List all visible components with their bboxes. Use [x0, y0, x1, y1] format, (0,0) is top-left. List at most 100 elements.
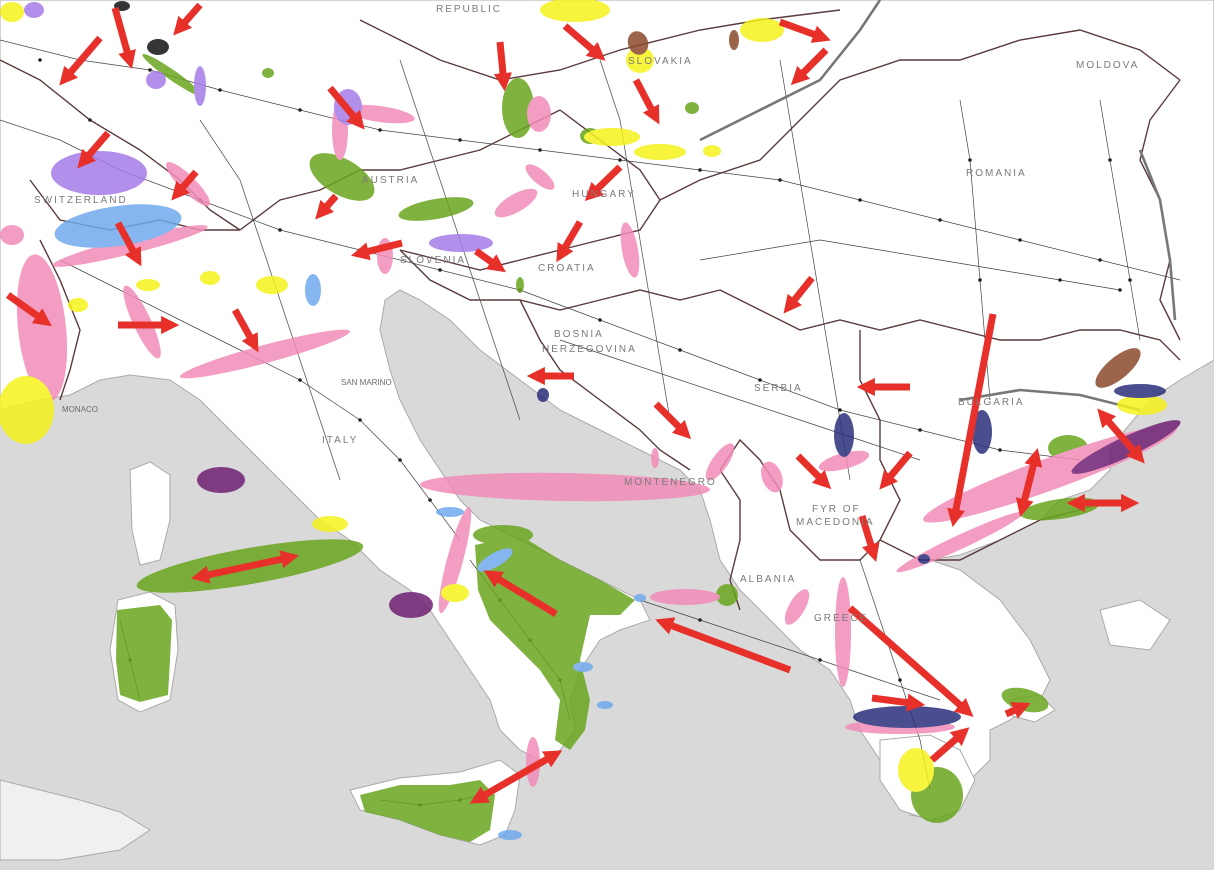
label-slovakia: SLOVAKIA: [628, 56, 693, 67]
label-monaco: MONACO: [62, 405, 98, 414]
zone-black: [147, 39, 169, 55]
zone-pink: [620, 222, 640, 278]
country-labels: REPUBLIC SLOVAKIA MOLDOVA AUSTRIA HUNGAR…: [34, 4, 1139, 624]
label-san-marino: SAN MARINO: [341, 378, 392, 387]
label-switzerland: SWITZERLAND: [34, 195, 128, 206]
zone-pink: [784, 589, 810, 625]
label-fyrom-2: MACEDONIA: [796, 517, 875, 528]
label-herzegovina: HERZEGOVINA: [542, 344, 637, 355]
flow-arrow: [350, 239, 403, 261]
zone-green: [473, 525, 533, 545]
zone-purple: [389, 592, 433, 618]
zone-navy: [853, 706, 961, 728]
flow-arrow: [327, 85, 365, 130]
flow-arrow: [77, 130, 111, 169]
flow-arrow: [584, 164, 623, 202]
zone-brown: [729, 30, 739, 50]
zone-pink: [0, 225, 24, 245]
zone-pink: [16, 254, 68, 402]
crete-fragment: [0, 779, 151, 861]
zone-brown: [627, 31, 649, 55]
label-albania: ALBANIA: [740, 574, 796, 585]
flow-arrow: [858, 514, 880, 562]
flow-arrow: [929, 727, 970, 763]
label-moldova: MOLDOVA: [1076, 60, 1139, 71]
flow-arrow: [655, 617, 792, 674]
flow-arrow: [114, 221, 142, 267]
zone-pink: [818, 450, 870, 472]
flow-arrow: [190, 550, 300, 584]
zone-blue: [573, 662, 593, 672]
zone-yellow: [68, 298, 88, 312]
flow-arrow: [111, 7, 136, 70]
zone-green: [502, 78, 534, 138]
zone-yellow: [584, 128, 640, 146]
aegean-island-2: [1099, 599, 1171, 651]
label-bulgaria: BULGARIA: [958, 397, 1025, 408]
zone-blue: [305, 274, 321, 306]
flow-arrow: [562, 23, 606, 61]
flow-arrow: [632, 78, 660, 125]
zone-pink: [835, 577, 851, 687]
zone-pink: [179, 329, 351, 379]
zone-violet: [24, 2, 44, 18]
label-croatia: CROATIA: [538, 263, 596, 274]
zone-blue: [634, 594, 646, 602]
zone-yellow: [0, 376, 54, 444]
label-austria: AUSTRIA: [362, 175, 419, 186]
zone-violet: [146, 71, 166, 89]
label-hungary: HUNGARY: [572, 189, 636, 200]
flow-arrow: [469, 750, 563, 804]
flow-arrow: [778, 18, 831, 43]
label-republic: REPUBLIC: [436, 4, 502, 15]
flow-arrow: [847, 605, 974, 717]
flow-arrow: [5, 292, 52, 327]
zone-navy: [537, 388, 549, 402]
zone-pink: [525, 164, 555, 190]
zone-green-sicily: [360, 780, 495, 842]
flow-arrow: [795, 453, 832, 490]
flow-arrow: [231, 308, 259, 353]
zone-yellow: [626, 47, 654, 73]
zone-pink: [527, 96, 551, 132]
zone-green: [398, 197, 474, 221]
flow-arrow: [556, 220, 584, 263]
flow-arrows: [5, 2, 1145, 804]
zone-pink: [651, 448, 659, 468]
zone-purple: [197, 467, 245, 493]
flow-arrow: [59, 35, 103, 86]
zone-yellow: [898, 748, 934, 792]
zone-blue: [498, 830, 522, 840]
zone-yellow: [441, 584, 469, 602]
zone-green: [142, 53, 202, 97]
zone-pink: [761, 461, 783, 493]
flow-arrow: [1097, 408, 1145, 464]
flow-arrow: [653, 401, 692, 440]
zone-navy: [972, 410, 992, 454]
label-greece: GREECE: [814, 613, 868, 624]
label-italy: ITALY: [322, 435, 358, 446]
zone-yellow: [1117, 395, 1167, 415]
flow-arrow: [1015, 447, 1043, 518]
zone-green: [716, 584, 738, 606]
label-montenegro: MONTENEGRO: [624, 477, 717, 488]
label-fyrom-1: FYR OF: [812, 504, 861, 515]
zone-yellow: [540, 0, 610, 22]
zone-navy: [1114, 384, 1166, 398]
interconnector-lines: [699, 0, 1177, 412]
label-bosnia: BOSNIA: [554, 329, 604, 340]
zone-violet: [429, 234, 493, 252]
zone-navy: [918, 554, 930, 564]
zone-green: [309, 153, 375, 201]
zone-green: [516, 277, 524, 293]
label-romania: ROMANIA: [966, 168, 1027, 179]
zone-yellow: [0, 2, 24, 22]
zone-brown: [1095, 348, 1141, 388]
flow-arrow: [1004, 702, 1031, 719]
flow-arrow: [790, 47, 829, 86]
flow-arrow: [871, 693, 926, 712]
flow-arrow: [473, 248, 506, 273]
zone-blue: [477, 548, 513, 572]
zone-yellow: [256, 276, 288, 294]
